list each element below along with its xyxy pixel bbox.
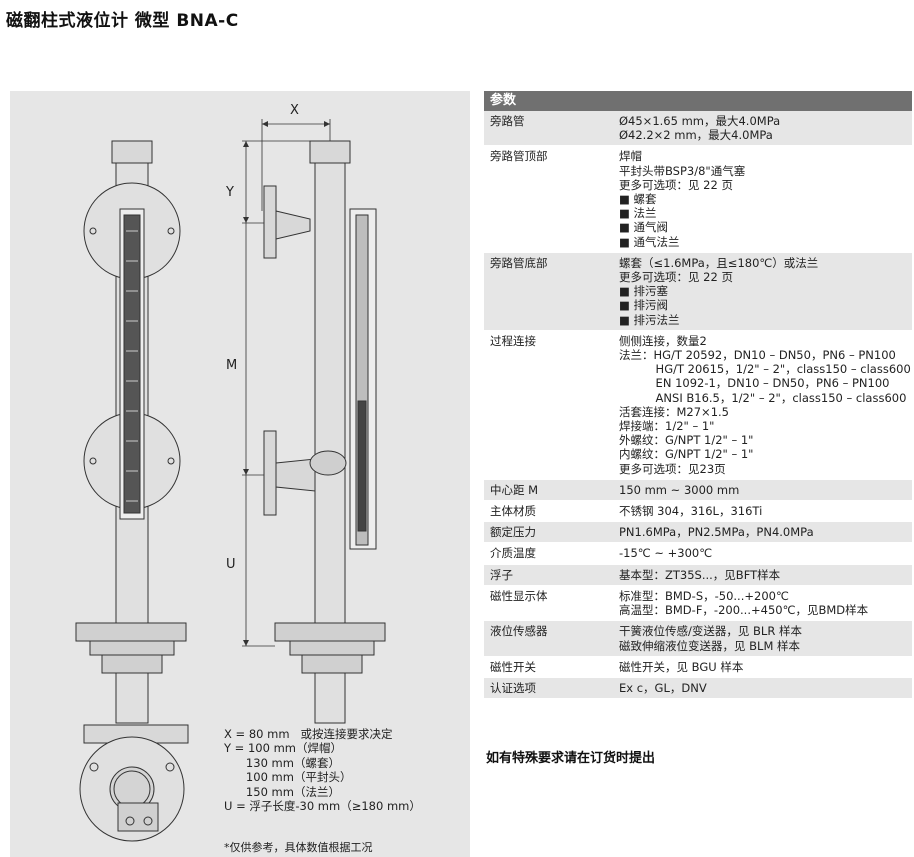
dim-label-m: M	[226, 358, 238, 373]
spec-value-line: EN 1092-1，DN10 – DN50，PN6 – PN100	[619, 376, 890, 391]
spec-row: 旁路管顶部 焊帽平封头带BSP3/8"通气塞更多可选项：见 22 页■ 螺套■ 法…	[484, 146, 912, 253]
dim-line-2: Y = 100 mm（焊帽）	[224, 741, 342, 756]
spec-value: 基本型：ZT35S...，见BFT样本	[611, 565, 912, 585]
spec-value-line: 外螺纹：G/NPT 1/2" – 1"	[619, 433, 754, 448]
dim-label-u: U	[226, 557, 236, 572]
dimension-notes: X = 80 mm 或按连接要求决定 Y = 100 mm（焊帽） 130 mm…	[224, 727, 421, 813]
spec-key: 旁路管底部	[490, 255, 548, 270]
spec-value: 焊帽平封头带BSP3/8"通气塞更多可选项：见 22 页■ 螺套■ 法兰■ 通气…	[611, 146, 912, 251]
spec-value-line: 磁致伸缩液位变送器，见 BLM 样本	[619, 638, 801, 653]
spec-key: 额定压力	[490, 525, 536, 540]
dim-label-y: Y	[226, 185, 234, 200]
spec-value-line: 更多可选项：见23页	[619, 461, 726, 476]
spec-value-line: 标准型：BMD-S，-50...+200℃	[619, 588, 789, 603]
spec-value: 干簧液位传感/变送器，见 BLR 样本磁致伸缩液位变送器，见 BLM 样本	[611, 621, 912, 655]
dim-label-x: X	[290, 103, 299, 118]
spec-value-line: 螺套（≤1.6MPa，且≤180℃）或法兰	[619, 255, 819, 270]
spec-value-line: HG/T 20615，1/2" – 2"，class150 – class600	[619, 362, 911, 377]
spec-row: 主体材质 不锈钢 304，316L，316Ti	[484, 501, 912, 523]
spec-row: 中心距 M 150 mm ~ 3000 mm	[484, 479, 912, 502]
spec-key: 磁性显示体	[490, 588, 548, 603]
spec-value-line: 平封头带BSP3/8"通气塞	[619, 163, 746, 178]
dim-line-4: 100 mm（平封头）	[224, 770, 352, 785]
spec-row: 介质温度 -15℃ ~ +300℃	[484, 543, 912, 565]
spec-value-line: ANSI B16.5，1/2" – 2"，class150 – class600	[619, 390, 907, 405]
spec-value-line: Ø45×1.65 mm，最大4.0MPa	[619, 114, 781, 128]
spec-row: 额定压力 PN1.6MPa，PN2.5MPa，PN4.0MPa	[484, 522, 912, 544]
dim-line-5: 150 mm（法兰）	[224, 784, 340, 799]
spec-value-line: 活套连接：M27×1.5	[619, 404, 729, 419]
spec-key: 液位传感器	[490, 624, 548, 639]
spec-value-line: 法兰：HG/T 20592，DN10 – DN50，PN6 – PN100	[619, 348, 896, 363]
spec-value-line: 高温型：BMD-F，-200...+450℃，见BMD样本	[619, 603, 869, 618]
spec-key: 过程连接	[490, 333, 536, 348]
spec-value-line: 更多可选项：见 22 页	[619, 270, 733, 285]
spec-value-line: ■ 排污阀	[619, 298, 669, 313]
spec-value: PN1.6MPa，PN2.5MPa，PN4.0MPa	[611, 522, 912, 542]
spec-value-line: 更多可选项：见 22 页	[619, 177, 733, 192]
spec-value-line: 干簧液位传感/变送器，见 BLR 样本	[619, 624, 802, 639]
page-title: 磁翻柱式液位计 微型 BNA-C	[6, 11, 239, 31]
spec-value-line: 内螺纹：G/NPT 1/2" – 1"	[619, 447, 754, 462]
spec-value-line: 焊帽	[619, 149, 642, 164]
spec-value-line: -15℃ ~ +300℃	[619, 546, 713, 561]
spec-value: -15℃ ~ +300℃	[611, 543, 912, 563]
spec-value-line: ■ 通气法兰	[619, 234, 680, 249]
spec-value-line: ■ 排污塞	[619, 284, 669, 299]
spec-value-line: 150 mm ~ 3000 mm	[619, 482, 740, 497]
spec-row: 磁性开关 磁性开关，见 BGU 样本	[484, 656, 912, 678]
spec-value-line: Ex c，GL，DNV	[619, 680, 707, 695]
spec-value-line: 基本型：ZT35S...，见BFT样本	[619, 567, 781, 582]
spec-row: 浮子 基本型：ZT35S...，见BFT样本	[484, 564, 912, 586]
drawing-panel: X Y M U X = 80 mm 或按连接要求决定 Y = 100 mm（焊帽…	[10, 91, 470, 857]
spec-value-line: 磁性开关，见 BGU 样本	[619, 659, 744, 674]
spec-value: 150 mm ~ 3000 mm	[611, 480, 912, 500]
spec-value: Ex c，GL，DNV	[611, 678, 912, 698]
reference-note: *仅供参考，具体数值根据工况	[224, 841, 373, 854]
technical-drawing	[75, 119, 386, 842]
spec-key: 中心距 M	[490, 482, 539, 497]
dim-line-6: U = 浮子长度-30 mm（≥180 mm）	[224, 799, 421, 814]
spec-value: 螺套（≤1.6MPa，且≤180℃）或法兰更多可选项：见 22 页■ 排污塞■ …	[611, 253, 912, 330]
spec-key: 介质温度	[490, 546, 536, 561]
order-note: 如有特殊要求请在订货时提出	[486, 751, 656, 766]
spec-row: 认证选项 Ex c，GL，DNV	[484, 677, 912, 700]
spec-key: 旁路管	[490, 114, 525, 128]
spec-value-line: ■ 通气阀	[619, 220, 669, 235]
spec-row: 旁路管底部螺套（≤1.6MPa，且≤180℃）或法兰更多可选项：见 22 页■ …	[484, 252, 912, 331]
spec-value-line: Ø42.2×2 mm，最大4.0MPa	[619, 128, 773, 143]
spec-value-line: 侧侧连接，数量2	[619, 333, 707, 348]
spec-value-line: ■ 法兰	[619, 206, 657, 221]
spec-header: 参数	[484, 91, 912, 111]
dim-line-1: X = 80 mm 或按连接要求决定	[224, 727, 393, 741]
spec-key: 认证选项	[490, 680, 536, 695]
dim-line-3: 130 mm（螺套）	[224, 755, 340, 770]
spec-value: 磁性开关，见 BGU 样本	[611, 657, 912, 677]
spec-row: 液位传感器 干簧液位传感/变送器，见 BLR 样本磁致伸缩液位变送器，见 BLM …	[484, 621, 912, 657]
spec-key: 旁路管顶部	[490, 149, 548, 164]
spec-key: 浮子	[490, 567, 513, 582]
spec-value: 不锈钢 304，316L，316Ti	[611, 501, 912, 521]
spec-key: 磁性开关	[490, 659, 536, 674]
spec-key: 主体材质	[490, 504, 536, 519]
spec-value-line: ■ 螺套	[619, 192, 657, 207]
spec-value-line: ■ 排污法兰	[619, 312, 680, 327]
spec-value-line: PN1.6MPa，PN2.5MPa，PN4.0MPa	[619, 525, 814, 540]
spec-value-line: 不锈钢 304，316L，316Ti	[619, 504, 763, 519]
spec-value-line: 焊接端：1/2" – 1"	[619, 419, 715, 434]
